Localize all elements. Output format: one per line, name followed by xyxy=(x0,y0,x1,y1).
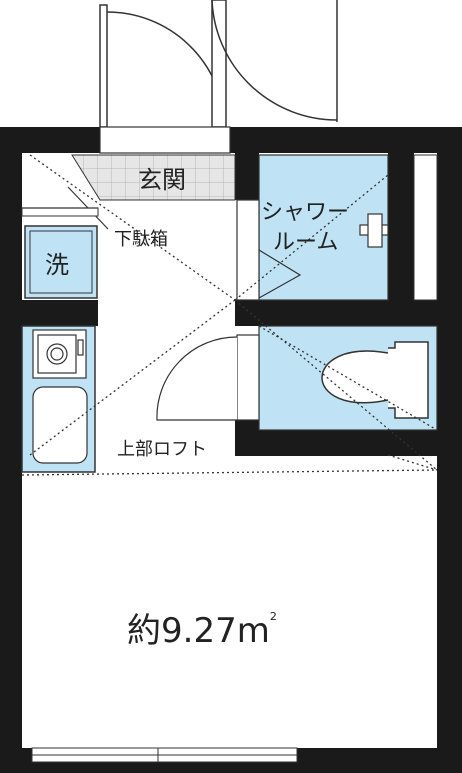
shower-door-swing xyxy=(258,249,302,299)
shower-faucet xyxy=(359,213,389,248)
label-shower-2: ルーム xyxy=(273,230,338,255)
entrance-opening xyxy=(99,126,231,154)
washer-space xyxy=(24,225,98,299)
label-shower-1: シャワー xyxy=(261,200,349,225)
label-loft: 上部ロフト xyxy=(117,439,207,460)
entrance-tile xyxy=(71,154,236,201)
bottom-window xyxy=(31,747,298,763)
loft-outline xyxy=(21,154,438,476)
area-value: 約9.27m xyxy=(127,611,270,651)
outer-walls xyxy=(0,127,462,773)
shower-door-frame xyxy=(236,199,260,301)
label-washer: 洗 xyxy=(45,251,69,279)
shower-side-panel xyxy=(413,154,438,301)
interior-walls xyxy=(22,153,437,456)
label-entrance: 玄関 xyxy=(138,166,186,194)
label-shoe-box: 下駄箱 xyxy=(114,229,168,250)
toilet-door-frame xyxy=(236,334,260,421)
area-unit-sup: 2 xyxy=(270,610,277,623)
entrance-door xyxy=(99,0,338,128)
toilet-door-swing xyxy=(156,336,238,421)
closet-partition xyxy=(21,207,99,217)
washer-inner xyxy=(29,230,93,294)
sink xyxy=(32,386,88,464)
label-area: 約9.27m2 xyxy=(127,610,277,651)
toilet-fixture xyxy=(321,341,429,419)
stove xyxy=(32,329,87,379)
